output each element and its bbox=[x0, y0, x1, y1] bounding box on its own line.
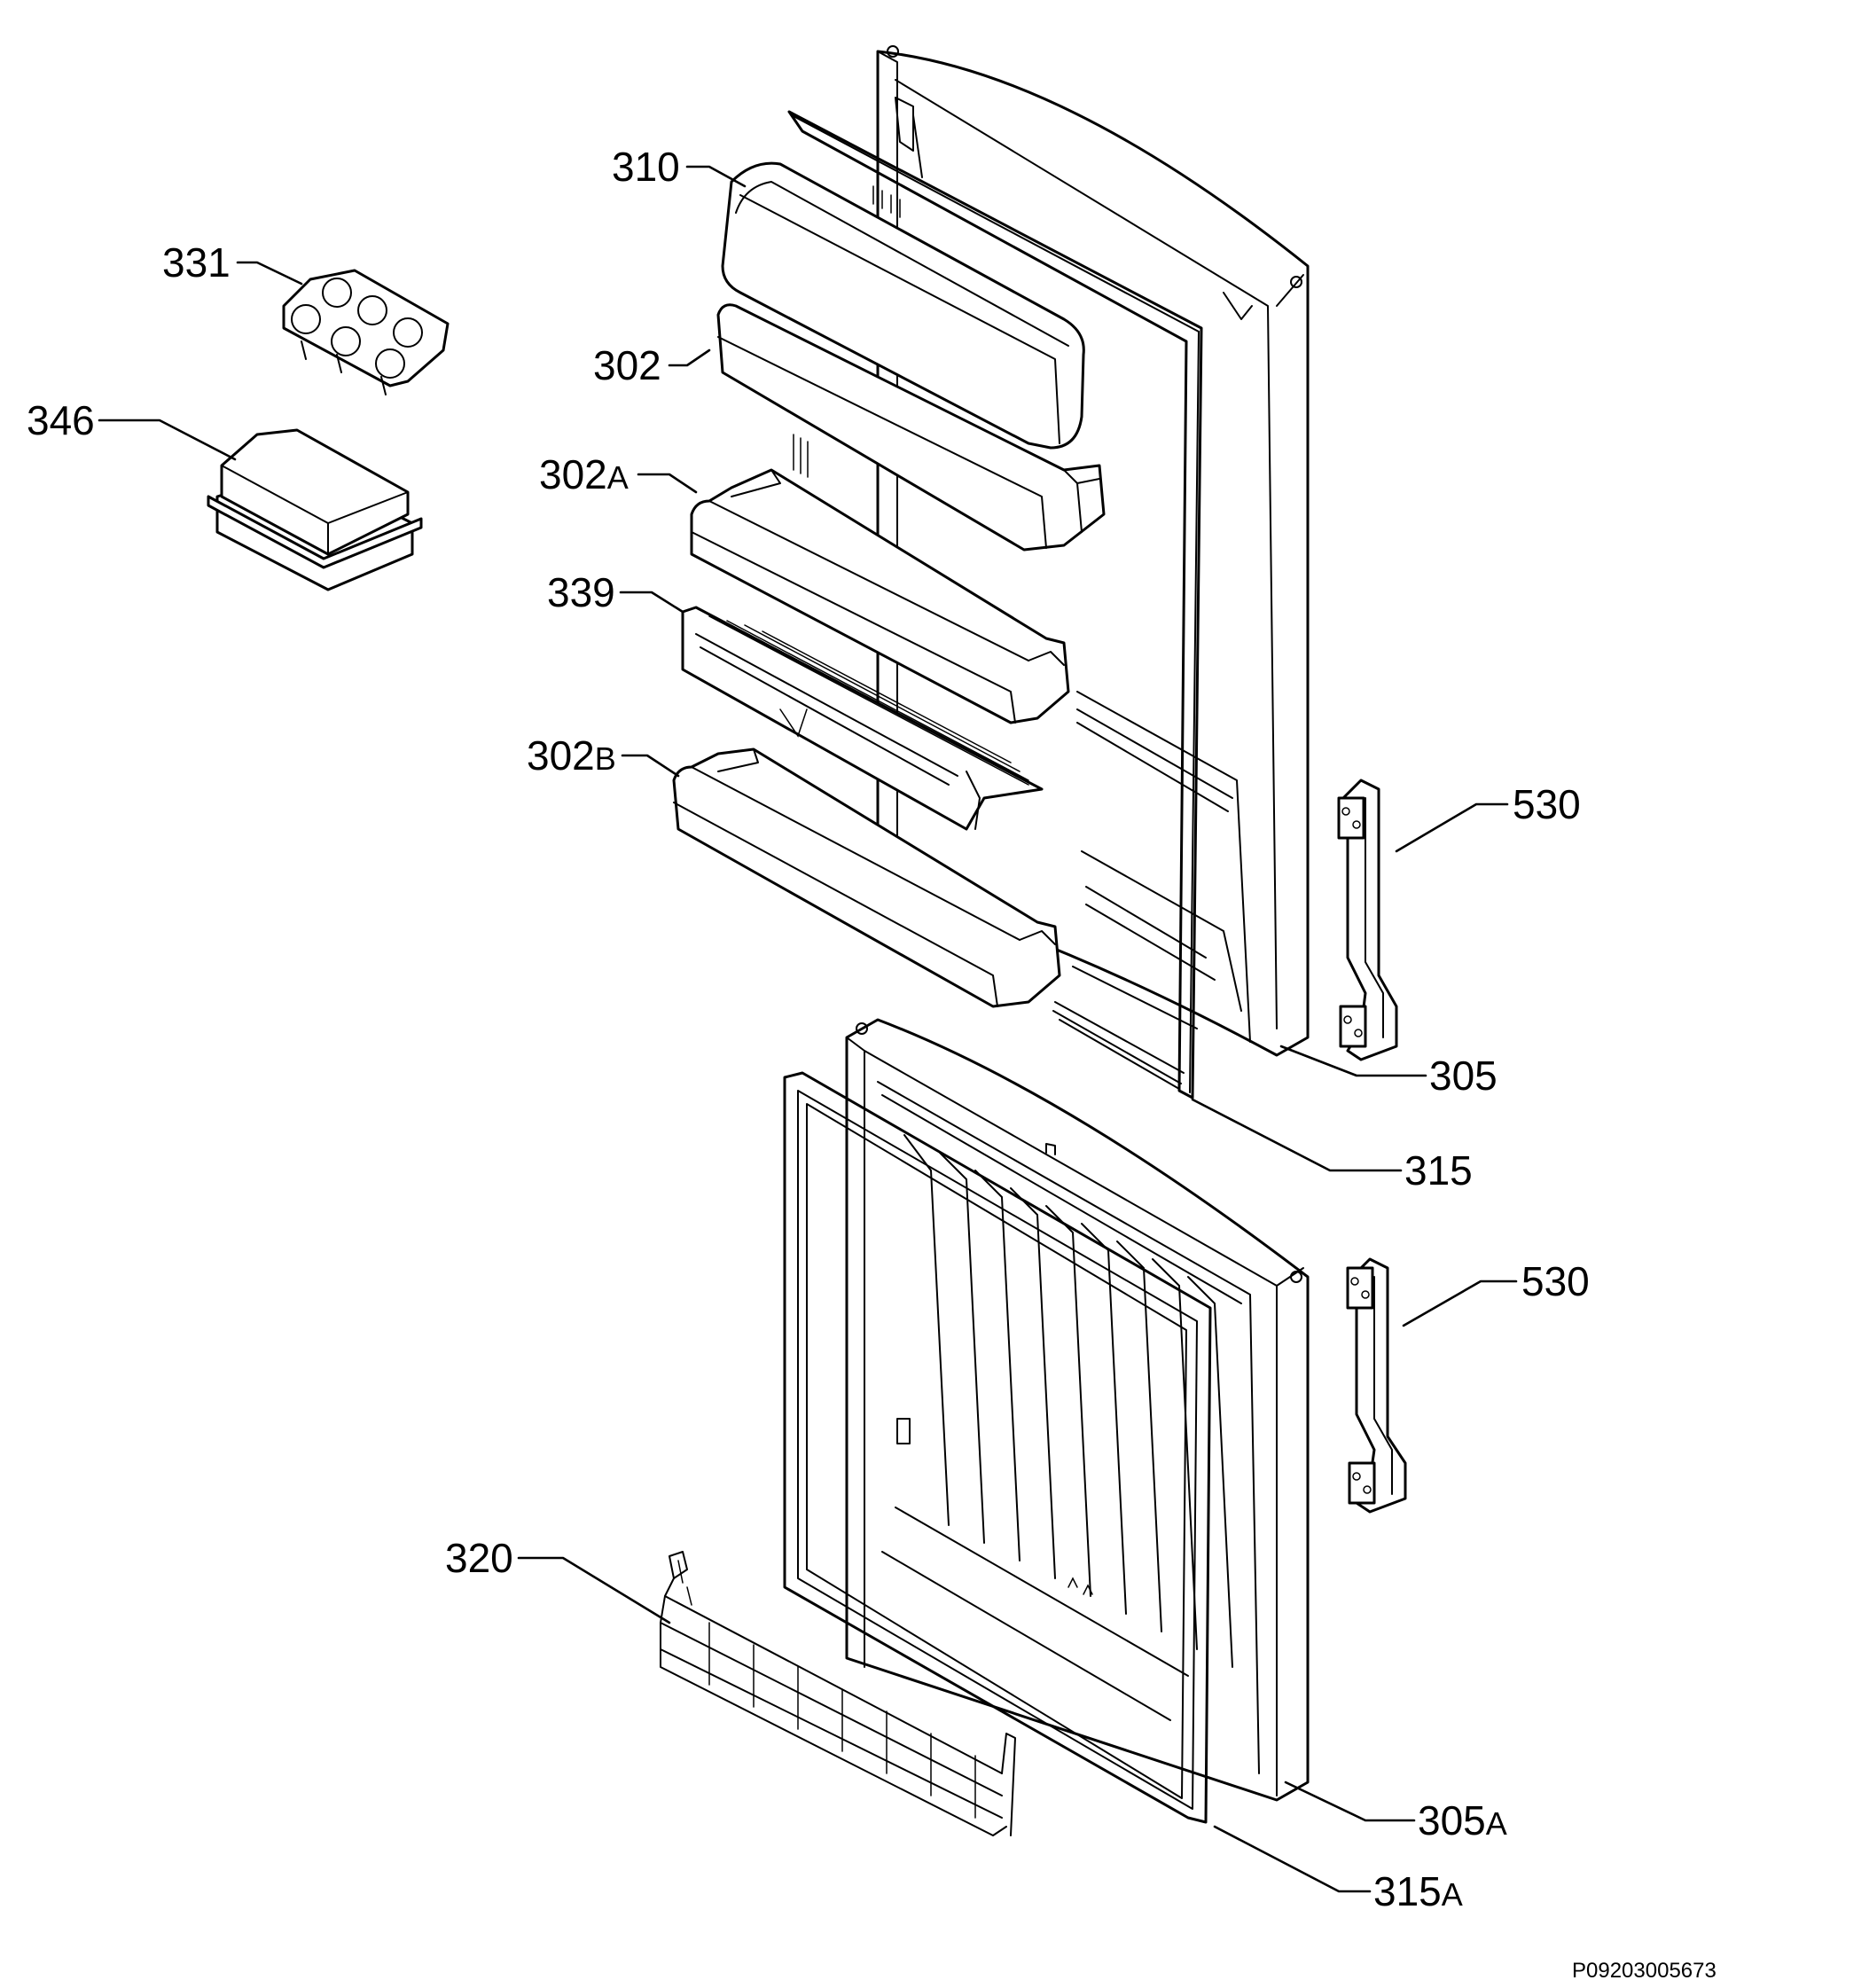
label-331: 331 bbox=[162, 239, 231, 286]
label-305a: 305A bbox=[1418, 1797, 1507, 1843]
leader-530-bottom bbox=[1402, 1280, 1518, 1327]
label-320: 320 bbox=[445, 1535, 513, 1581]
label-315a: 315A bbox=[1373, 1868, 1463, 1914]
leader-346 bbox=[98, 419, 237, 461]
part-labels: 310 331 302 346 302A 339 302B 530 305 31… bbox=[27, 144, 1590, 1914]
wire-basket bbox=[660, 1551, 1016, 1836]
label-530-top: 530 bbox=[1513, 781, 1581, 827]
label-339: 339 bbox=[547, 569, 615, 615]
leader-310 bbox=[685, 165, 747, 188]
leader-lines bbox=[98, 165, 1518, 1893]
label-346: 346 bbox=[27, 397, 95, 443]
label-302: 302 bbox=[593, 342, 661, 388]
lower-door-outer-panel bbox=[845, 1018, 1310, 1802]
leader-315a bbox=[1213, 1825, 1372, 1893]
leader-530-top bbox=[1395, 802, 1509, 853]
leader-302 bbox=[668, 348, 711, 367]
upper-door-handle bbox=[1337, 779, 1398, 1061]
shelf-insert-339 bbox=[681, 606, 1044, 831]
leader-331 bbox=[236, 261, 303, 286]
leader-302a bbox=[637, 473, 698, 494]
butter-box bbox=[207, 428, 423, 591]
door-shelf-302 bbox=[716, 303, 1106, 552]
lower-door-inner-lining bbox=[877, 1081, 1260, 1774]
label-302a: 302A bbox=[539, 451, 629, 497]
upper-door-gasket bbox=[787, 110, 1203, 1100]
lower-door-handle bbox=[1346, 1257, 1407, 1514]
label-302b: 302B bbox=[527, 732, 616, 779]
upper-door-inner-lining bbox=[1072, 691, 1251, 1043]
label-530-bottom: 530 bbox=[1521, 1258, 1590, 1304]
door-shelf-302a bbox=[690, 468, 1070, 724]
label-310: 310 bbox=[612, 144, 680, 190]
lower-door-gasket bbox=[783, 1071, 1212, 1824]
drawing-code: P09203005673 bbox=[1572, 1959, 1717, 1983]
leader-305 bbox=[1279, 1045, 1427, 1077]
leader-339 bbox=[619, 591, 684, 614]
leader-302b bbox=[621, 754, 680, 778]
label-315: 315 bbox=[1404, 1147, 1473, 1194]
label-305: 305 bbox=[1429, 1053, 1498, 1099]
leader-315 bbox=[1191, 1098, 1403, 1172]
leader-320 bbox=[517, 1556, 671, 1624]
dairy-compartment-lid bbox=[721, 161, 1085, 450]
egg-tray bbox=[282, 269, 450, 395]
leader-305a bbox=[1284, 1781, 1416, 1822]
